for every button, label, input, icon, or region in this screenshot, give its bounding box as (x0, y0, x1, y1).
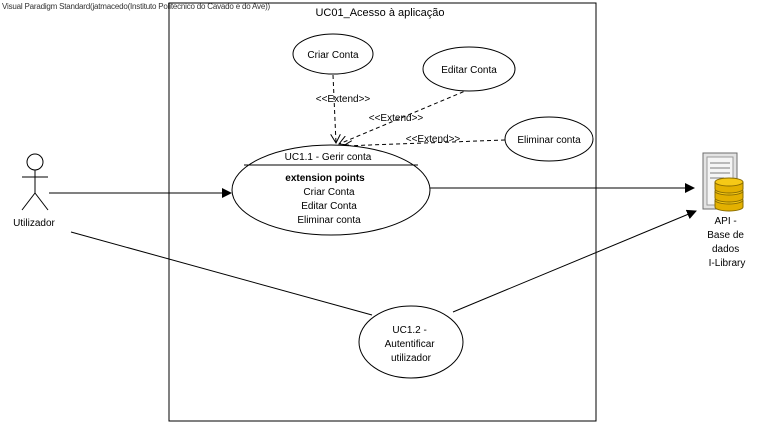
extend-label-eliminar: <<Extend>> (406, 134, 461, 145)
actor-user-label: Utilizador (13, 218, 55, 229)
use-case-editar-conta[interactable]: Editar Conta (422, 46, 516, 92)
extend-eliminar-gerir (343, 139, 506, 146)
use-case-auth-label: UC1.2 - Autentificar utilizador (385, 325, 438, 364)
extension-point-criar: Criar Conta (303, 187, 355, 198)
system-title: UC01_Acesso à aplicação (315, 7, 444, 19)
extension-point-editar: Editar Conta (301, 201, 357, 212)
use-case-editar-label: Editar Conta (441, 65, 497, 76)
stick-figure-icon[interactable] (21, 153, 49, 211)
system-boundary (168, 2, 597, 422)
server-database-icon[interactable] (702, 152, 744, 212)
association-user-auth (70, 231, 373, 316)
extension-point-eliminar: Eliminar conta (297, 215, 361, 226)
watermark-text: Visual Paradigm Standard(jatmacedo(Insti… (2, 2, 271, 11)
extend-label-criar: <<Extend>> (316, 94, 371, 105)
use-case-autentificar[interactable]: UC1.2 - Autentificar utilizador (358, 305, 464, 379)
use-case-criar-label: Criar Conta (307, 50, 359, 61)
use-case-criar-conta[interactable]: Criar Conta (292, 33, 374, 75)
association-auth-api (452, 209, 697, 313)
extend-label-editar: <<Extend>> (369, 113, 424, 124)
use-case-eliminar-label: Eliminar conta (517, 135, 581, 146)
use-case-gerir-name: UC1.1 - Gerir conta (285, 152, 372, 163)
use-case-eliminar-conta[interactable]: Eliminar conta (504, 116, 594, 162)
extend-criar-gerir (333, 74, 336, 143)
extension-points-header: extension points (285, 173, 365, 184)
use-case-gerir-conta[interactable]: UC1.1 - Gerir conta extension points Cri… (231, 144, 431, 236)
extend-editar-gerir (339, 88, 471, 144)
actor-api-label: API - Base de dados I-Library (707, 216, 746, 269)
